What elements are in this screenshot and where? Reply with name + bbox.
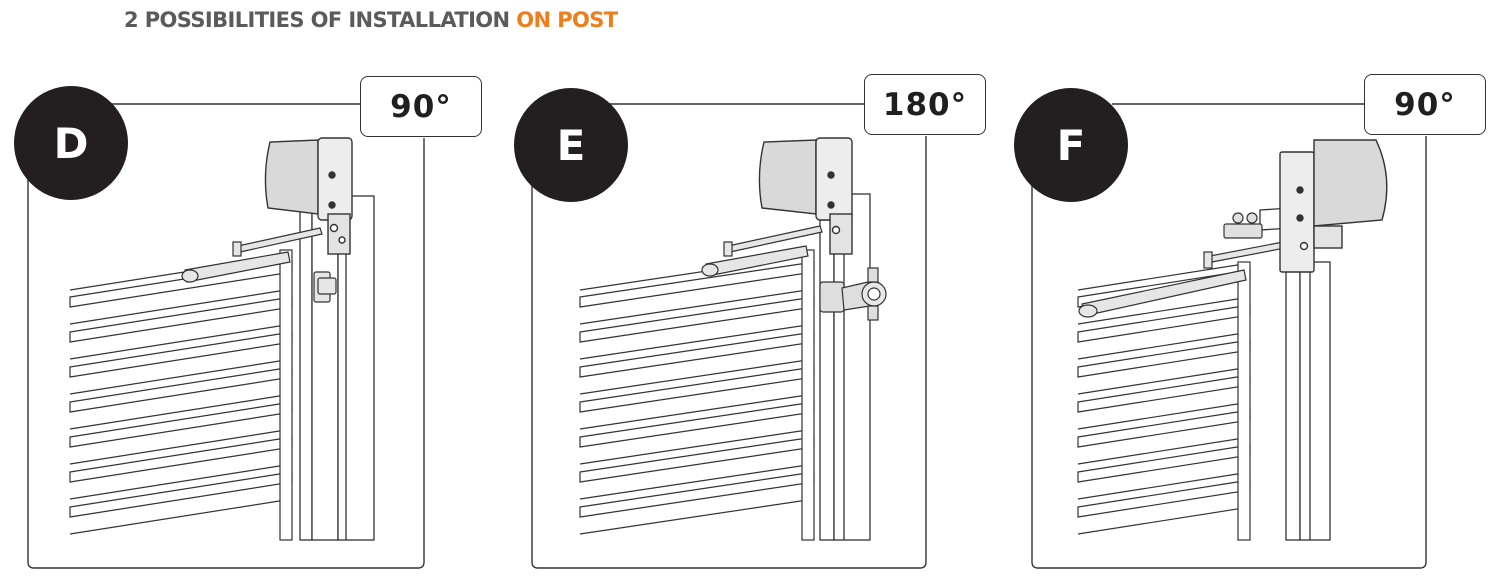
motor-unit: [758, 137, 853, 255]
operator-arm: [701, 225, 823, 277]
letter-badge: D: [14, 86, 128, 200]
post: [1259, 205, 1331, 541]
title-highlight: ON POST: [516, 8, 618, 32]
gate-bars: [69, 249, 293, 541]
letter-badge: F: [1014, 88, 1128, 202]
panel-e: 180° E: [502, 0, 986, 587]
illustration-e: [531, 103, 927, 569]
hinge: [313, 271, 337, 303]
motor-unit: [1279, 139, 1388, 273]
gate-bars: [579, 249, 815, 541]
operator-arm: [181, 227, 323, 283]
panel-f: 90° F: [1004, 0, 1486, 587]
panel-d: 90° D: [0, 0, 482, 587]
hinge: [819, 267, 887, 321]
hinge-bracket: [1223, 212, 1263, 239]
page-title: 2 POSSIBILITIES OF INSTALLATION ON POST: [124, 8, 618, 32]
operator-arm: [1078, 237, 1307, 318]
illustration-d: [27, 103, 425, 569]
title-main: 2 POSSIBILITIES OF INSTALLATION: [124, 8, 517, 32]
motor-unit: [264, 137, 353, 255]
illustration-f: [1031, 103, 1427, 569]
post: [299, 195, 375, 541]
letter-badge: E: [514, 88, 628, 202]
angle-label: 90°: [1364, 74, 1486, 135]
angle-label: 180°: [864, 74, 986, 135]
angle-label: 90°: [360, 76, 482, 137]
